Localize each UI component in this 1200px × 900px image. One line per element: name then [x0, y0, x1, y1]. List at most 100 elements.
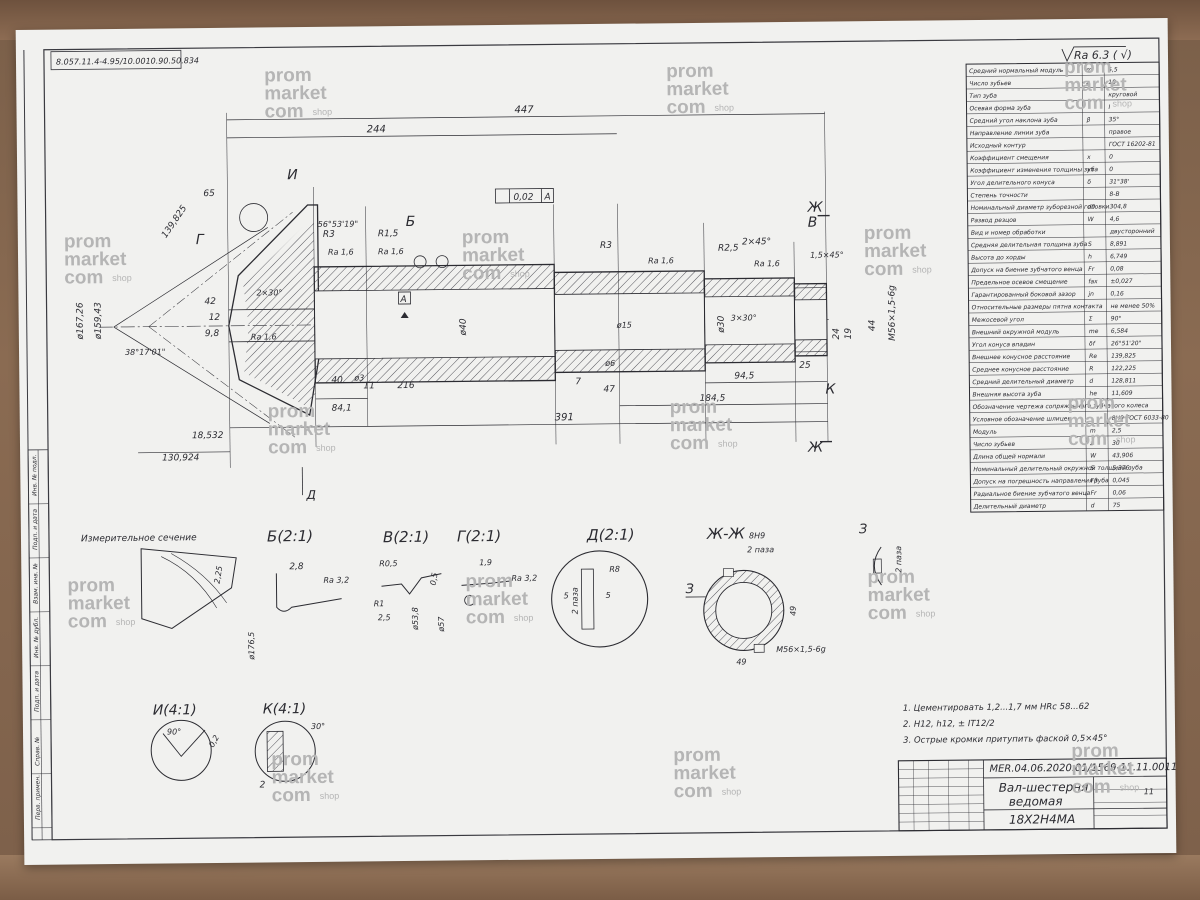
- title-doc-code: MER.04.06.2020.01/1569-11.11.0011: [989, 762, 1176, 775]
- param-value: 11,609: [1111, 390, 1132, 397]
- strip-label: Инв. № дубл.: [33, 617, 40, 658]
- watermark-line3: com: [864, 259, 903, 280]
- watermark-line1: prom: [867, 567, 915, 588]
- param-name: Средний угол наклона зуба: [970, 117, 1058, 125]
- dim-length-216: 216: [397, 381, 415, 391]
- dim-130-924: 130,924: [162, 453, 200, 463]
- param-value: 0,06: [1113, 490, 1127, 497]
- label-v: В: [808, 215, 818, 231]
- watermark-line3: com: [272, 785, 311, 806]
- param-symbol: Fr: [1091, 490, 1098, 497]
- dim-length-47: 47: [603, 385, 615, 395]
- param-value: 5,5: [1108, 66, 1118, 73]
- watermark-line3: com: [1068, 429, 1107, 450]
- dim-overall-length: 447: [514, 105, 534, 116]
- chamfer-2x30: 2×30°: [256, 288, 282, 297]
- watermark-line3: com: [462, 263, 501, 284]
- dim-44: 44: [868, 319, 878, 331]
- param-symbol: d: [1091, 502, 1095, 509]
- param-value: 6,584: [1111, 328, 1128, 335]
- param-name: Развод резцов: [971, 217, 1017, 224]
- detail-v-title: В(2:1): [383, 528, 429, 546]
- watermark-suffix: shop: [312, 107, 332, 117]
- watermark-line1: prom: [666, 61, 714, 82]
- param-name: Число зубьев: [969, 80, 1011, 87]
- strip-label: Взам. инв. №: [32, 563, 39, 604]
- param-symbol: z: [1089, 440, 1094, 447]
- param-symbol: W: [1088, 216, 1095, 223]
- param-symbol: S: [1090, 465, 1094, 472]
- tolerance-frame: [494, 188, 554, 204]
- detail-zhzh-dim-4: 49: [736, 657, 746, 666]
- param-value: двусторонний: [1109, 228, 1155, 235]
- watermark-line2: market: [64, 249, 127, 271]
- param-value: 4,6: [1110, 216, 1120, 223]
- strip-label: Подп. и дата: [33, 671, 40, 712]
- param-value: 43,906: [1112, 452, 1133, 459]
- detail-b-dim-3: ø176,5: [247, 632, 256, 661]
- strip-label: Подп. и дата: [32, 509, 39, 550]
- param-name: Средний нормальный модуль: [969, 67, 1064, 75]
- detail-b-dim-1: 2,8: [289, 562, 304, 572]
- detail-g-dim-1: 1,9: [479, 558, 492, 567]
- dim-length-11: 11: [363, 381, 375, 391]
- param-row: Развод резцов W 4,6: [971, 216, 1120, 225]
- detail-g-dim-3: ø57: [437, 616, 446, 633]
- param-value: 75: [1113, 502, 1121, 509]
- dim-139-825: 139,825: [160, 204, 189, 241]
- watermark-suffix: shop: [320, 791, 340, 801]
- radius-r1-5: R1,5: [378, 229, 399, 239]
- param-symbol: m: [1090, 428, 1096, 435]
- param-symbol: he: [1089, 390, 1097, 397]
- title-part-name-1: Вал-шестерня: [999, 780, 1089, 795]
- detail-zhzh-dim-1: 8H9: [749, 531, 765, 540]
- watermark-line2: market: [673, 763, 736, 785]
- dim-length-7: 7: [575, 377, 581, 387]
- dim-length-244: 244: [367, 124, 386, 135]
- dim-24: 24: [832, 328, 842, 340]
- watermark-line1: prom: [864, 223, 912, 244]
- param-value: не менее 50%: [1111, 303, 1156, 310]
- note-1: 1. Цементировать 1,2...1,7 мм HRc 58...6…: [903, 702, 1090, 714]
- detail-views: Измерительное сечение 2,25 Б(2:1) 2,8 Ra…: [81, 522, 903, 790]
- param-name: Внешнее конусное расстояние: [972, 353, 1070, 361]
- param-name: Исходный контур: [970, 142, 1026, 150]
- param-name: Внешняя высота зуба: [972, 391, 1041, 399]
- note-3: 3. Острые кромки притупить фаской 0,5×45…: [903, 734, 1107, 746]
- watermark-line1: prom: [271, 749, 319, 770]
- dim-length-40: 40: [331, 376, 343, 386]
- dim-angle-2: 38°17'01": [125, 348, 166, 357]
- param-value: 31°38': [1109, 178, 1129, 185]
- param-symbol: d: [1089, 378, 1093, 385]
- param-name: Относительные размеры пятна контакта: [972, 303, 1103, 311]
- watermark-line2: market: [462, 245, 525, 267]
- label-g: Г: [196, 232, 205, 248]
- param-value: 0: [1109, 166, 1113, 173]
- param-name: Межосевой угол: [972, 316, 1024, 324]
- tolerance-value: 0,02: [513, 193, 533, 203]
- param-name: Обозначение чертежа сопряженного зубчато…: [973, 402, 1149, 411]
- param-value: 0,045: [1112, 477, 1129, 484]
- watermark-line3: com: [1064, 93, 1103, 114]
- param-symbol: xτ: [1086, 166, 1095, 173]
- param-symbol: δf: [1089, 340, 1096, 347]
- detail-v-dim-2: R1: [374, 599, 385, 608]
- param-symbol: δ: [1087, 179, 1091, 186]
- technical-notes: 1. Цементировать 1,2...1,7 мм HRc 58...6…: [903, 702, 1108, 746]
- watermark-line3: com: [64, 267, 103, 288]
- param-symbol: Fr: [1088, 266, 1095, 273]
